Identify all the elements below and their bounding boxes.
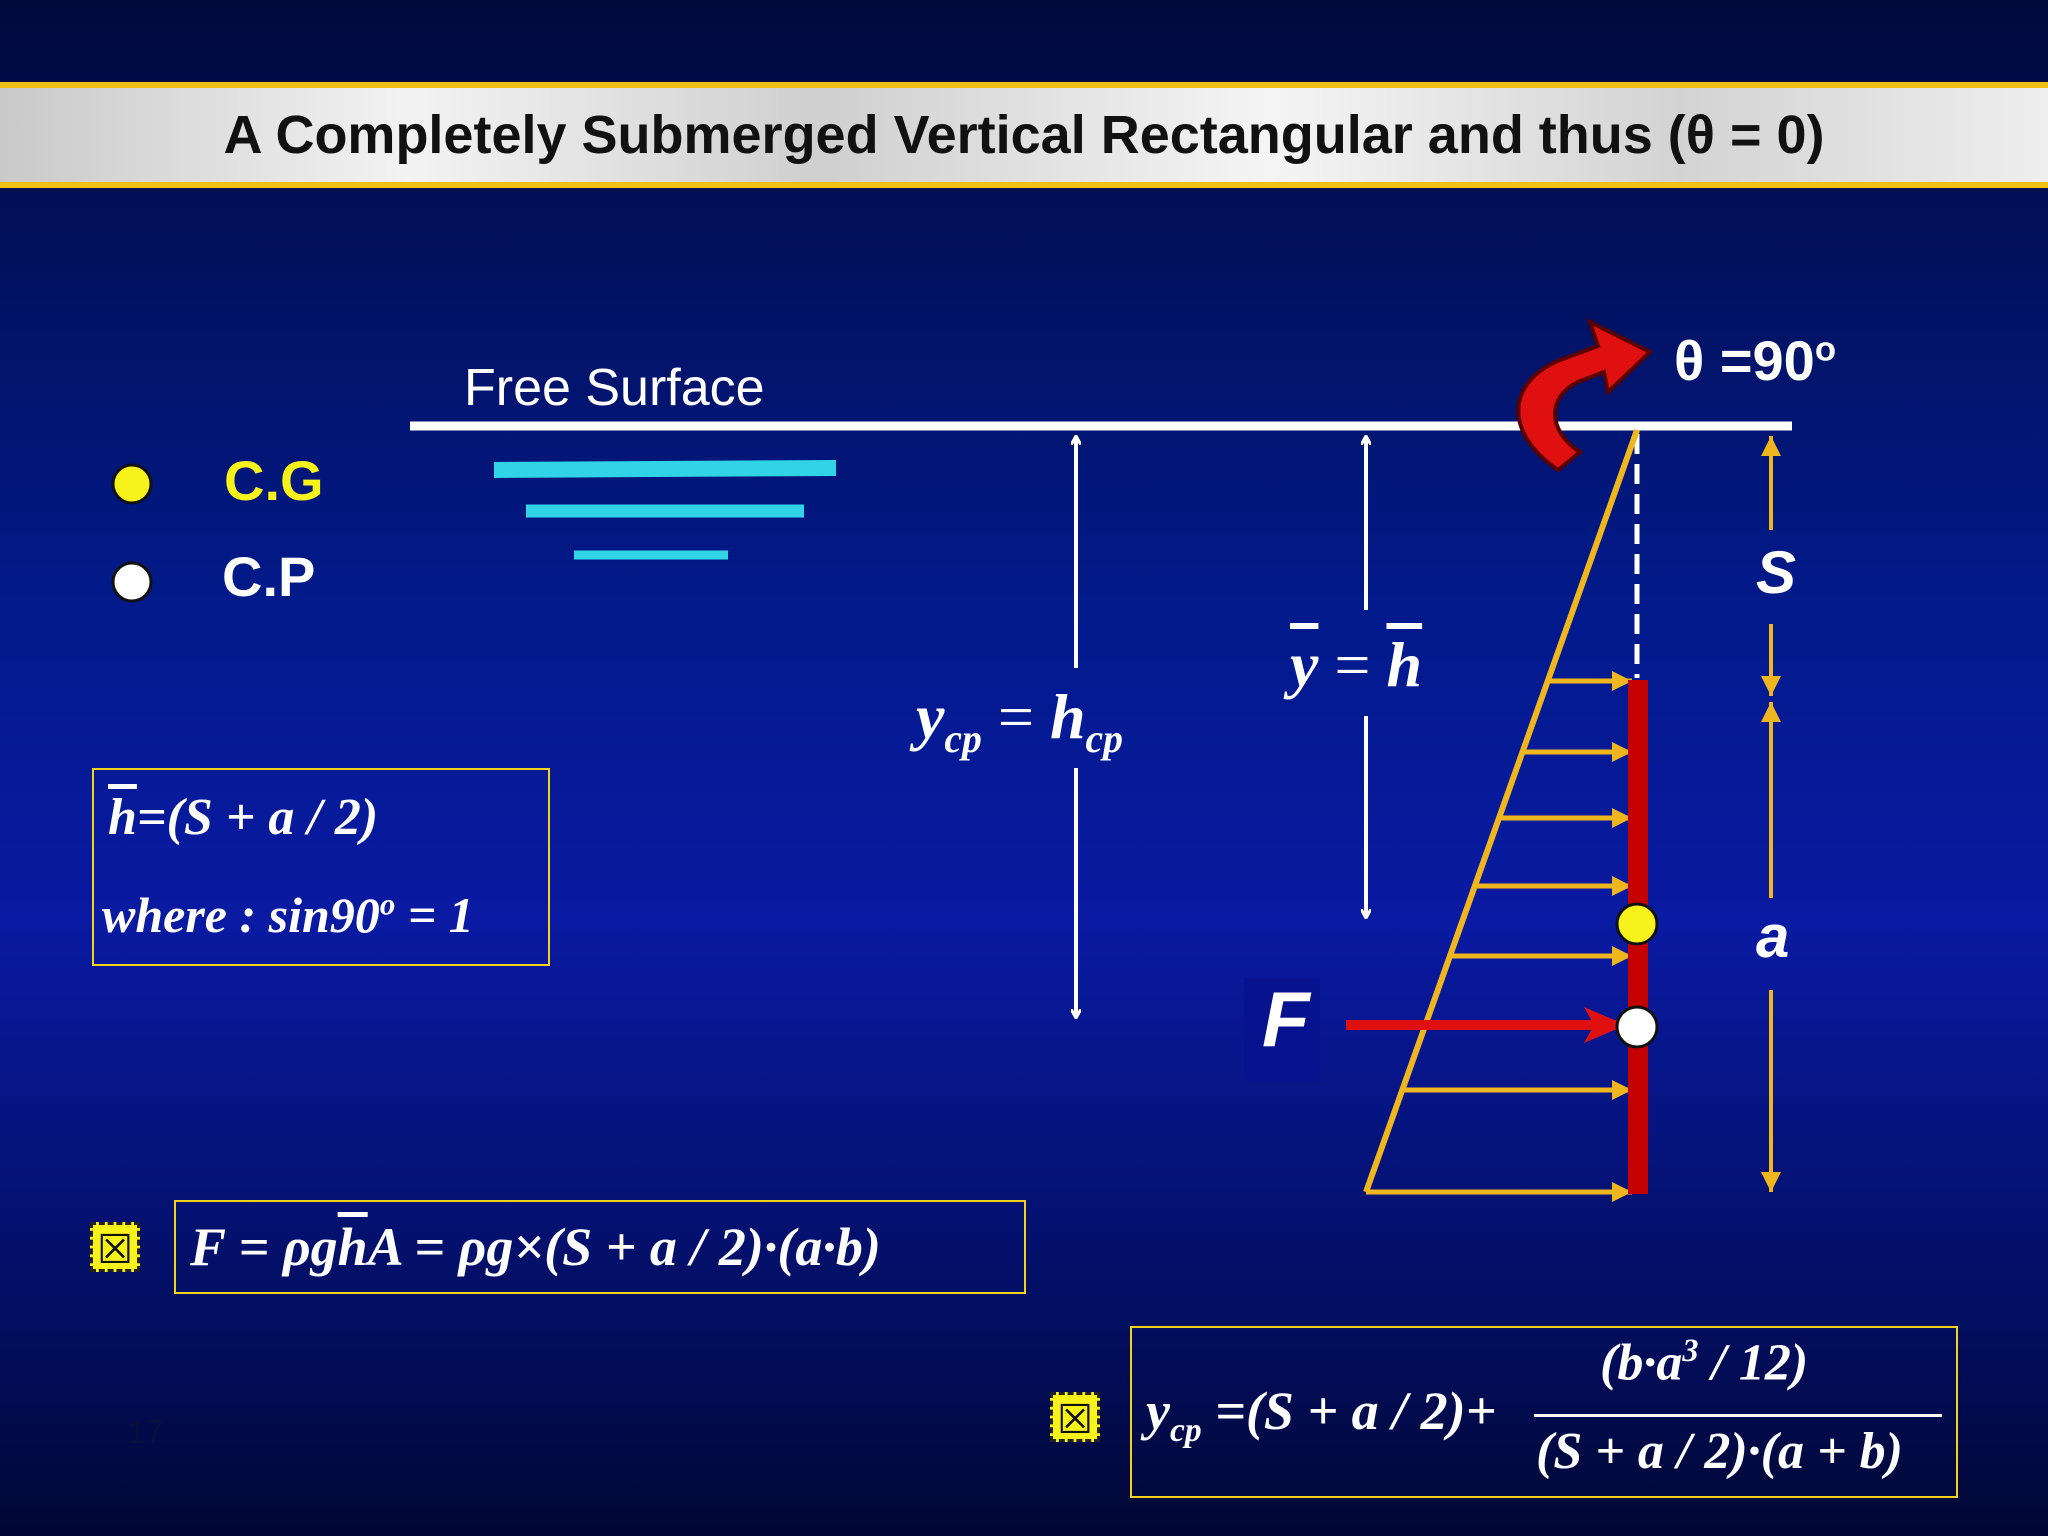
page-number: 17 bbox=[128, 1414, 164, 1450]
rotation-arrow-icon bbox=[1516, 318, 1654, 473]
fraction-bar bbox=[1534, 1414, 1942, 1417]
ycp-hcp-label: ycp = hcp bbox=[916, 681, 1123, 761]
ycp-equation-box: ycp =(S + a / 2)+ (b·a3 / 12) (S + a / 2… bbox=[1130, 1326, 1958, 1498]
water-mark-1 bbox=[493, 460, 837, 478]
hbar-definition-box: h=(S + a / 2) where : sin90o = 1 bbox=[92, 768, 550, 966]
a-label: a bbox=[1756, 903, 1790, 970]
legend-cg-label: C.G bbox=[224, 449, 324, 512]
s-label: S bbox=[1756, 539, 1797, 606]
legend-cp-dot bbox=[111, 561, 153, 603]
pressure-envelope bbox=[1363, 428, 1640, 1194]
legend-cg-dot bbox=[111, 463, 153, 505]
checkbox-icon: ☒ bbox=[1050, 1392, 1100, 1442]
slide-title: A Completely Submerged Vertical Rectangu… bbox=[223, 105, 1825, 165]
legend-cp-label: C.P bbox=[222, 545, 316, 608]
ycp-numerator: (b·a3 / 12) bbox=[1600, 1332, 1809, 1392]
cg-point bbox=[1615, 902, 1659, 946]
cp-point bbox=[1615, 1005, 1659, 1049]
force-equation: F = ρghA = ρg×(S + a / 2)·(a·b) bbox=[190, 1217, 881, 1277]
checkbox-icon: ☒ bbox=[90, 1222, 140, 1272]
sin90-note: where : sin90o = 1 bbox=[102, 886, 474, 943]
force-label-bg bbox=[1244, 978, 1320, 1082]
force-equation-box: F = ρghA = ρg×(S + a / 2)·(a·b) bbox=[174, 1200, 1026, 1294]
ycp-denominator: (S + a / 2)·(a + b) bbox=[1536, 1423, 1903, 1480]
theta-label: θ =90o bbox=[1674, 329, 1837, 392]
ycp-lhs: ycp =(S + a / 2)+ bbox=[1146, 1381, 1497, 1449]
ybar-hbar-label: y = h bbox=[1290, 629, 1423, 700]
free-surface-label: Free Surface bbox=[464, 359, 765, 417]
pressure-arrows bbox=[1366, 671, 1632, 1202]
force-label: F bbox=[1262, 975, 1310, 1063]
title-bar: A Completely Submerged Vertical Rectangu… bbox=[0, 82, 2048, 188]
hbar-equation: h=(S + a / 2) bbox=[108, 789, 379, 846]
